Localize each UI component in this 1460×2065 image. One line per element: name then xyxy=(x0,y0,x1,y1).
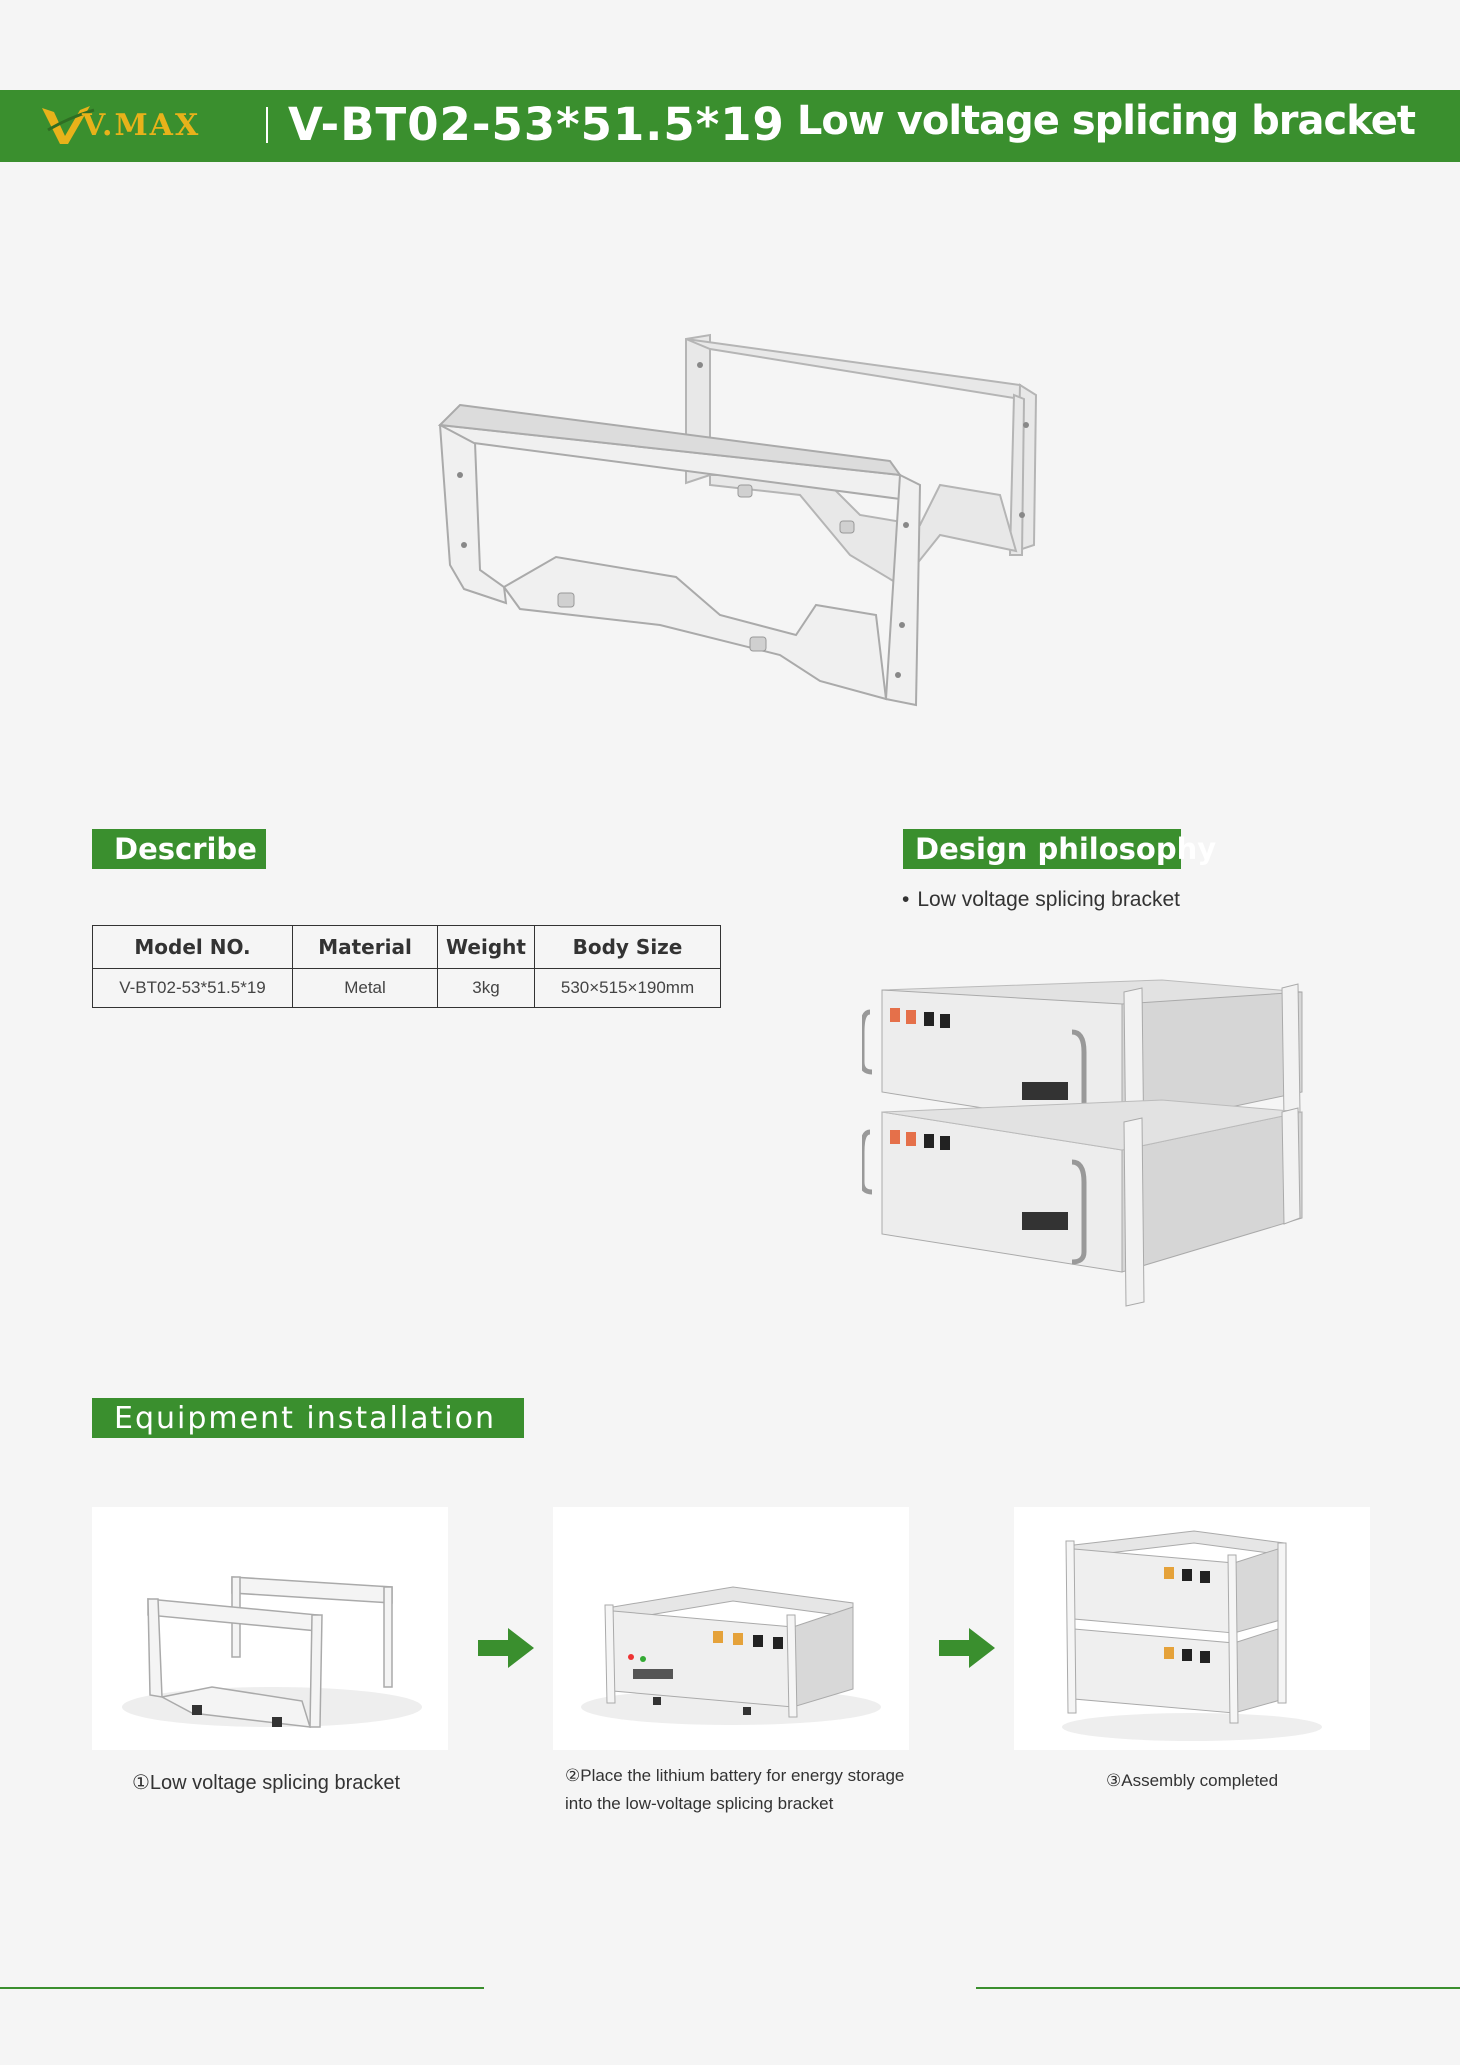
design-philosophy-tag: Design philosophy xyxy=(903,829,1216,869)
table-cell: 3kg xyxy=(437,968,535,1008)
bullet-text: Low voltage splicing bracket xyxy=(917,888,1181,911)
arrow-right-icon xyxy=(478,1628,534,1668)
step-2-photo xyxy=(553,1507,909,1750)
footer-line-right xyxy=(976,1987,1460,1989)
bullet-dot-icon: • xyxy=(902,888,910,911)
arrow-right-icon xyxy=(939,1628,995,1668)
model-title: V-BT02-53*51.5*19 xyxy=(288,98,785,151)
design-bullet: • Low voltage splicing bracket xyxy=(902,888,1180,912)
bracket-illustration xyxy=(420,325,1040,710)
table-cell: V-BT02-53*51.5*19 xyxy=(92,968,293,1008)
step-2-caption-line-2: into the low-voltage splicing bracket xyxy=(565,1794,834,1813)
table-header: Body Size xyxy=(534,925,721,969)
step-1-photo xyxy=(92,1507,448,1750)
spec-table: Model NO. Material Weight Body Size V-BT… xyxy=(92,925,721,1008)
logo-text: V.MAX xyxy=(82,108,201,143)
step-1-caption: ①Low voltage splicing bracket xyxy=(132,1772,401,1794)
vmax-logo-icon: V.MAX xyxy=(38,100,228,152)
battery-illustration xyxy=(859,972,1310,1327)
step-2-caption: ②Place the lithium battery for energy st… xyxy=(565,1762,904,1818)
step-2-caption-line-1: ②Place the lithium battery for energy st… xyxy=(565,1766,905,1785)
product-title: Low voltage splicing bracket xyxy=(796,98,1416,144)
table-row: V-BT02-53*51.5*19 Metal 3kg 530×515×190m… xyxy=(92,968,721,1008)
step-3-caption: ③Assembly completed xyxy=(1106,1771,1279,1790)
table-header: Material xyxy=(292,925,438,969)
describe-tag: Describe xyxy=(92,829,266,869)
step-3-photo xyxy=(1014,1507,1370,1750)
header-bar xyxy=(0,90,1460,162)
footer-line-left xyxy=(0,1987,484,1989)
table-header: Weight xyxy=(437,925,535,969)
table-header-row: Model NO. Material Weight Body Size xyxy=(92,925,721,969)
table-cell: 530×515×190mm xyxy=(534,968,721,1008)
table-cell: Metal xyxy=(292,968,438,1008)
header-separator xyxy=(266,107,268,143)
table-header: Model NO. xyxy=(92,925,293,969)
equipment-installation-tag: Equipment installation xyxy=(92,1398,524,1438)
